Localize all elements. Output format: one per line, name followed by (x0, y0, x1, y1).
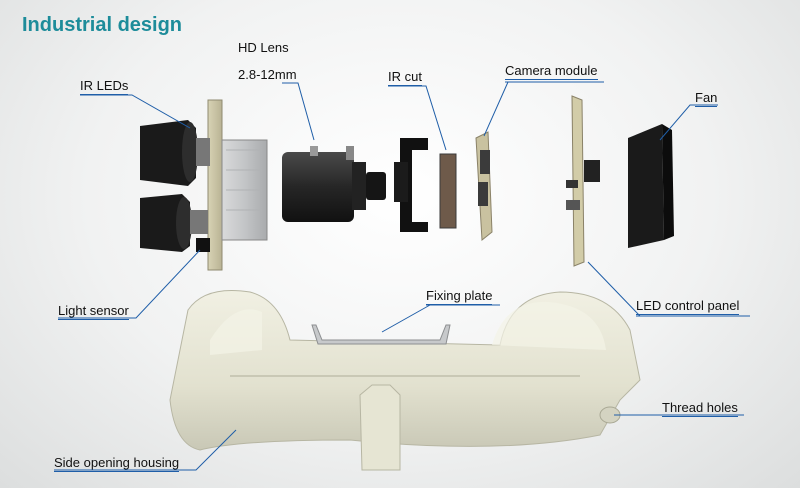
ir-led-board (140, 99, 268, 271)
label-hd-lens-range: 2.8-12mm (238, 67, 297, 82)
label-side-opening-housing: Side opening housing (54, 455, 180, 472)
camera-module (475, 131, 493, 241)
side-opening-housing (169, 289, 641, 471)
label-thread-holes: Thread holes (662, 400, 738, 417)
label-camera-module: Camera module (505, 63, 598, 80)
leader-ir-cut (388, 85, 447, 151)
led-control-panel (566, 95, 600, 267)
ir-led-cup-top (140, 120, 210, 186)
ir-led-cup-bottom (140, 194, 208, 252)
fixing-plate (311, 324, 451, 345)
label-hd-lens: HD Lens (238, 40, 289, 55)
leader-fan (659, 104, 718, 141)
fan (628, 124, 674, 248)
leader-fixing-plate (381, 304, 500, 333)
leader-ir-leds (80, 94, 191, 129)
label-led-control-panel: LED control panel (636, 298, 740, 315)
leader-led-control-panel (587, 261, 750, 317)
leader-side-opening-housing (54, 429, 237, 471)
leader-light-sensor (58, 249, 201, 319)
diagram-title: Industrial design (22, 14, 183, 36)
label-light-sensor: Light sensor (58, 303, 129, 320)
ir-cut (394, 138, 457, 232)
leader-hd-lens (282, 82, 315, 141)
label-ir-leds: IR LEDs (80, 78, 129, 95)
label-ir-cut: IR cut (388, 69, 422, 86)
light-sensor-part (196, 238, 210, 252)
leader-camera-module (483, 81, 604, 137)
hd-lens (282, 146, 386, 222)
label-fixing-plate: Fixing plate (426, 288, 493, 305)
label-fan: Fan (695, 90, 718, 107)
leader-lines (54, 81, 750, 471)
